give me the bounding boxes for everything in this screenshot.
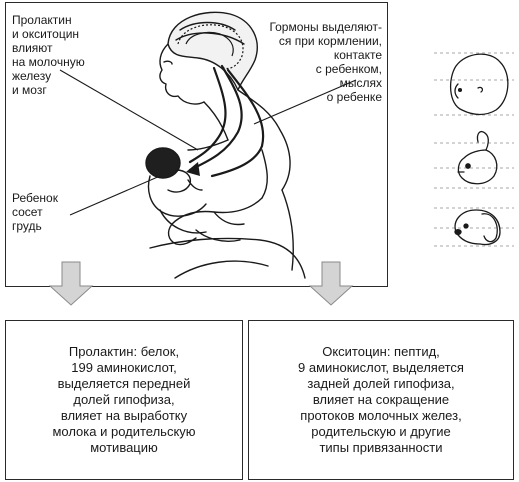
- label-hormones-released: Гормоны выделяют- ся при кормлении, конт…: [269, 20, 382, 104]
- bunny-head-icon: [457, 130, 498, 185]
- label-hormones-effect: Пролактин и окситоцин влияют на молочную…: [12, 13, 85, 97]
- nursing-baby-illustration: [145, 147, 207, 234]
- mother-nursing-illustration: [149, 11, 306, 279]
- label-baby-suckles: Ребенок сосет грудь: [12, 191, 58, 233]
- head-proportion-guides: [434, 52, 514, 247]
- prolactin-description: Пролактин: белок, 199 аминокислот, выдел…: [52, 344, 196, 455]
- oxytocin-info-box: Окситоцин: пептид, 9 аминокислот, выделя…: [248, 320, 514, 480]
- puppy-head-icon: [454, 209, 501, 246]
- pathway-arrowhead: [186, 162, 200, 176]
- prolactin-info-box: Пролактин: белок, 199 аминокислот, выдел…: [5, 320, 243, 480]
- arrow-down-right: [308, 261, 354, 306]
- human-infant-head-icon: [450, 53, 509, 116]
- hormone-pathway-arrows: [188, 64, 265, 178]
- leader-lines: [59, 69, 357, 216]
- brain-outline: [177, 24, 244, 70]
- arrow-down-left: [48, 261, 94, 306]
- oxytocin-description: Окситоцин: пептид, 9 аминокислот, выделя…: [298, 344, 464, 455]
- illustration-frame: [5, 2, 388, 287]
